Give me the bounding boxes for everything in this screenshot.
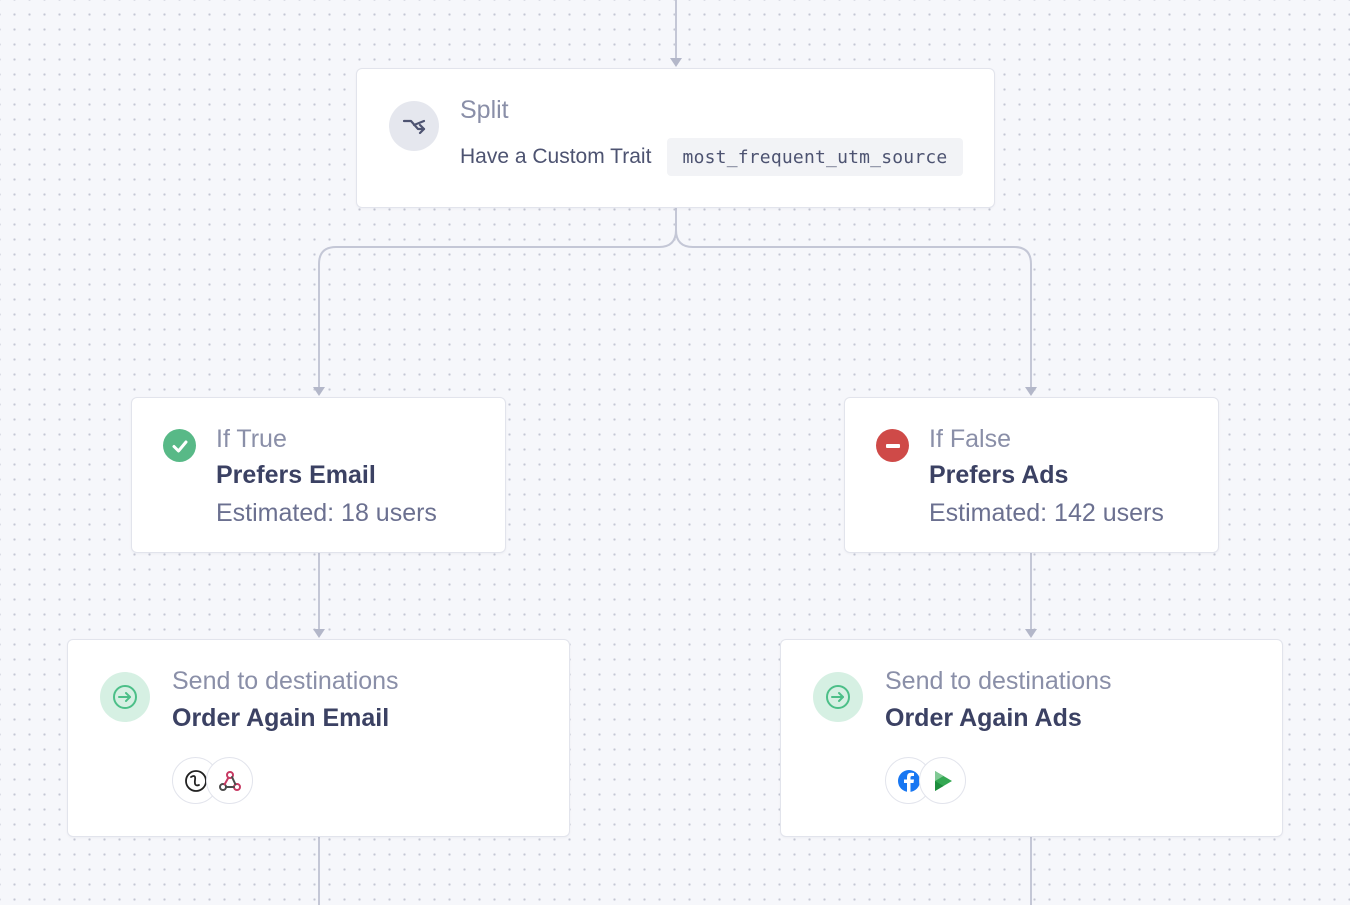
connector-split-false: [675, 208, 1032, 388]
destination-email-node[interactable]: Send to destinations Order Again Email: [67, 639, 570, 837]
arrow-right-circle-icon: [813, 672, 863, 722]
arrowhead: [1025, 629, 1037, 638]
destination-name: Order Again Ads: [885, 704, 1082, 732]
destination-name: Order Again Email: [172, 704, 390, 732]
split-node[interactable]: Split Have a Custom Trait most_frequent_…: [356, 68, 995, 208]
destination-ads-node[interactable]: Send to destinations Order Again Ads: [780, 639, 1283, 837]
branch-estimate: Estimated: 142 users: [929, 499, 1164, 527]
branch-false-node[interactable]: If False Prefers Ads Estimated: 142 user…: [844, 397, 1219, 553]
connector-split-true: [318, 208, 677, 388]
branch-estimate: Estimated: 18 users: [216, 499, 437, 527]
branch-label: If False: [929, 425, 1011, 453]
branch-name: Prefers Email: [216, 461, 376, 489]
split-icon: [389, 101, 439, 151]
branch-label: If True: [216, 425, 287, 453]
arrowhead: [670, 58, 682, 67]
arrowhead: [313, 629, 325, 638]
destination-title: Send to destinations: [885, 667, 1112, 695]
webhook-icon: [206, 757, 253, 804]
minus-circle-icon: [876, 429, 909, 462]
split-condition: Have a Custom Trait: [460, 145, 652, 168]
split-title: Split: [460, 96, 509, 124]
destination-title: Send to destinations: [172, 667, 399, 695]
google-ads-icon: [919, 757, 966, 804]
arrow-right-circle-icon: [100, 672, 150, 722]
branch-name: Prefers Ads: [929, 461, 1069, 489]
trait-code-chip: most_frequent_utm_source: [667, 138, 963, 176]
arrowhead: [313, 387, 325, 396]
arrowhead: [1025, 387, 1037, 396]
branch-true-node[interactable]: If True Prefers Email Estimated: 18 user…: [131, 397, 506, 553]
check-circle-icon: [163, 429, 196, 462]
